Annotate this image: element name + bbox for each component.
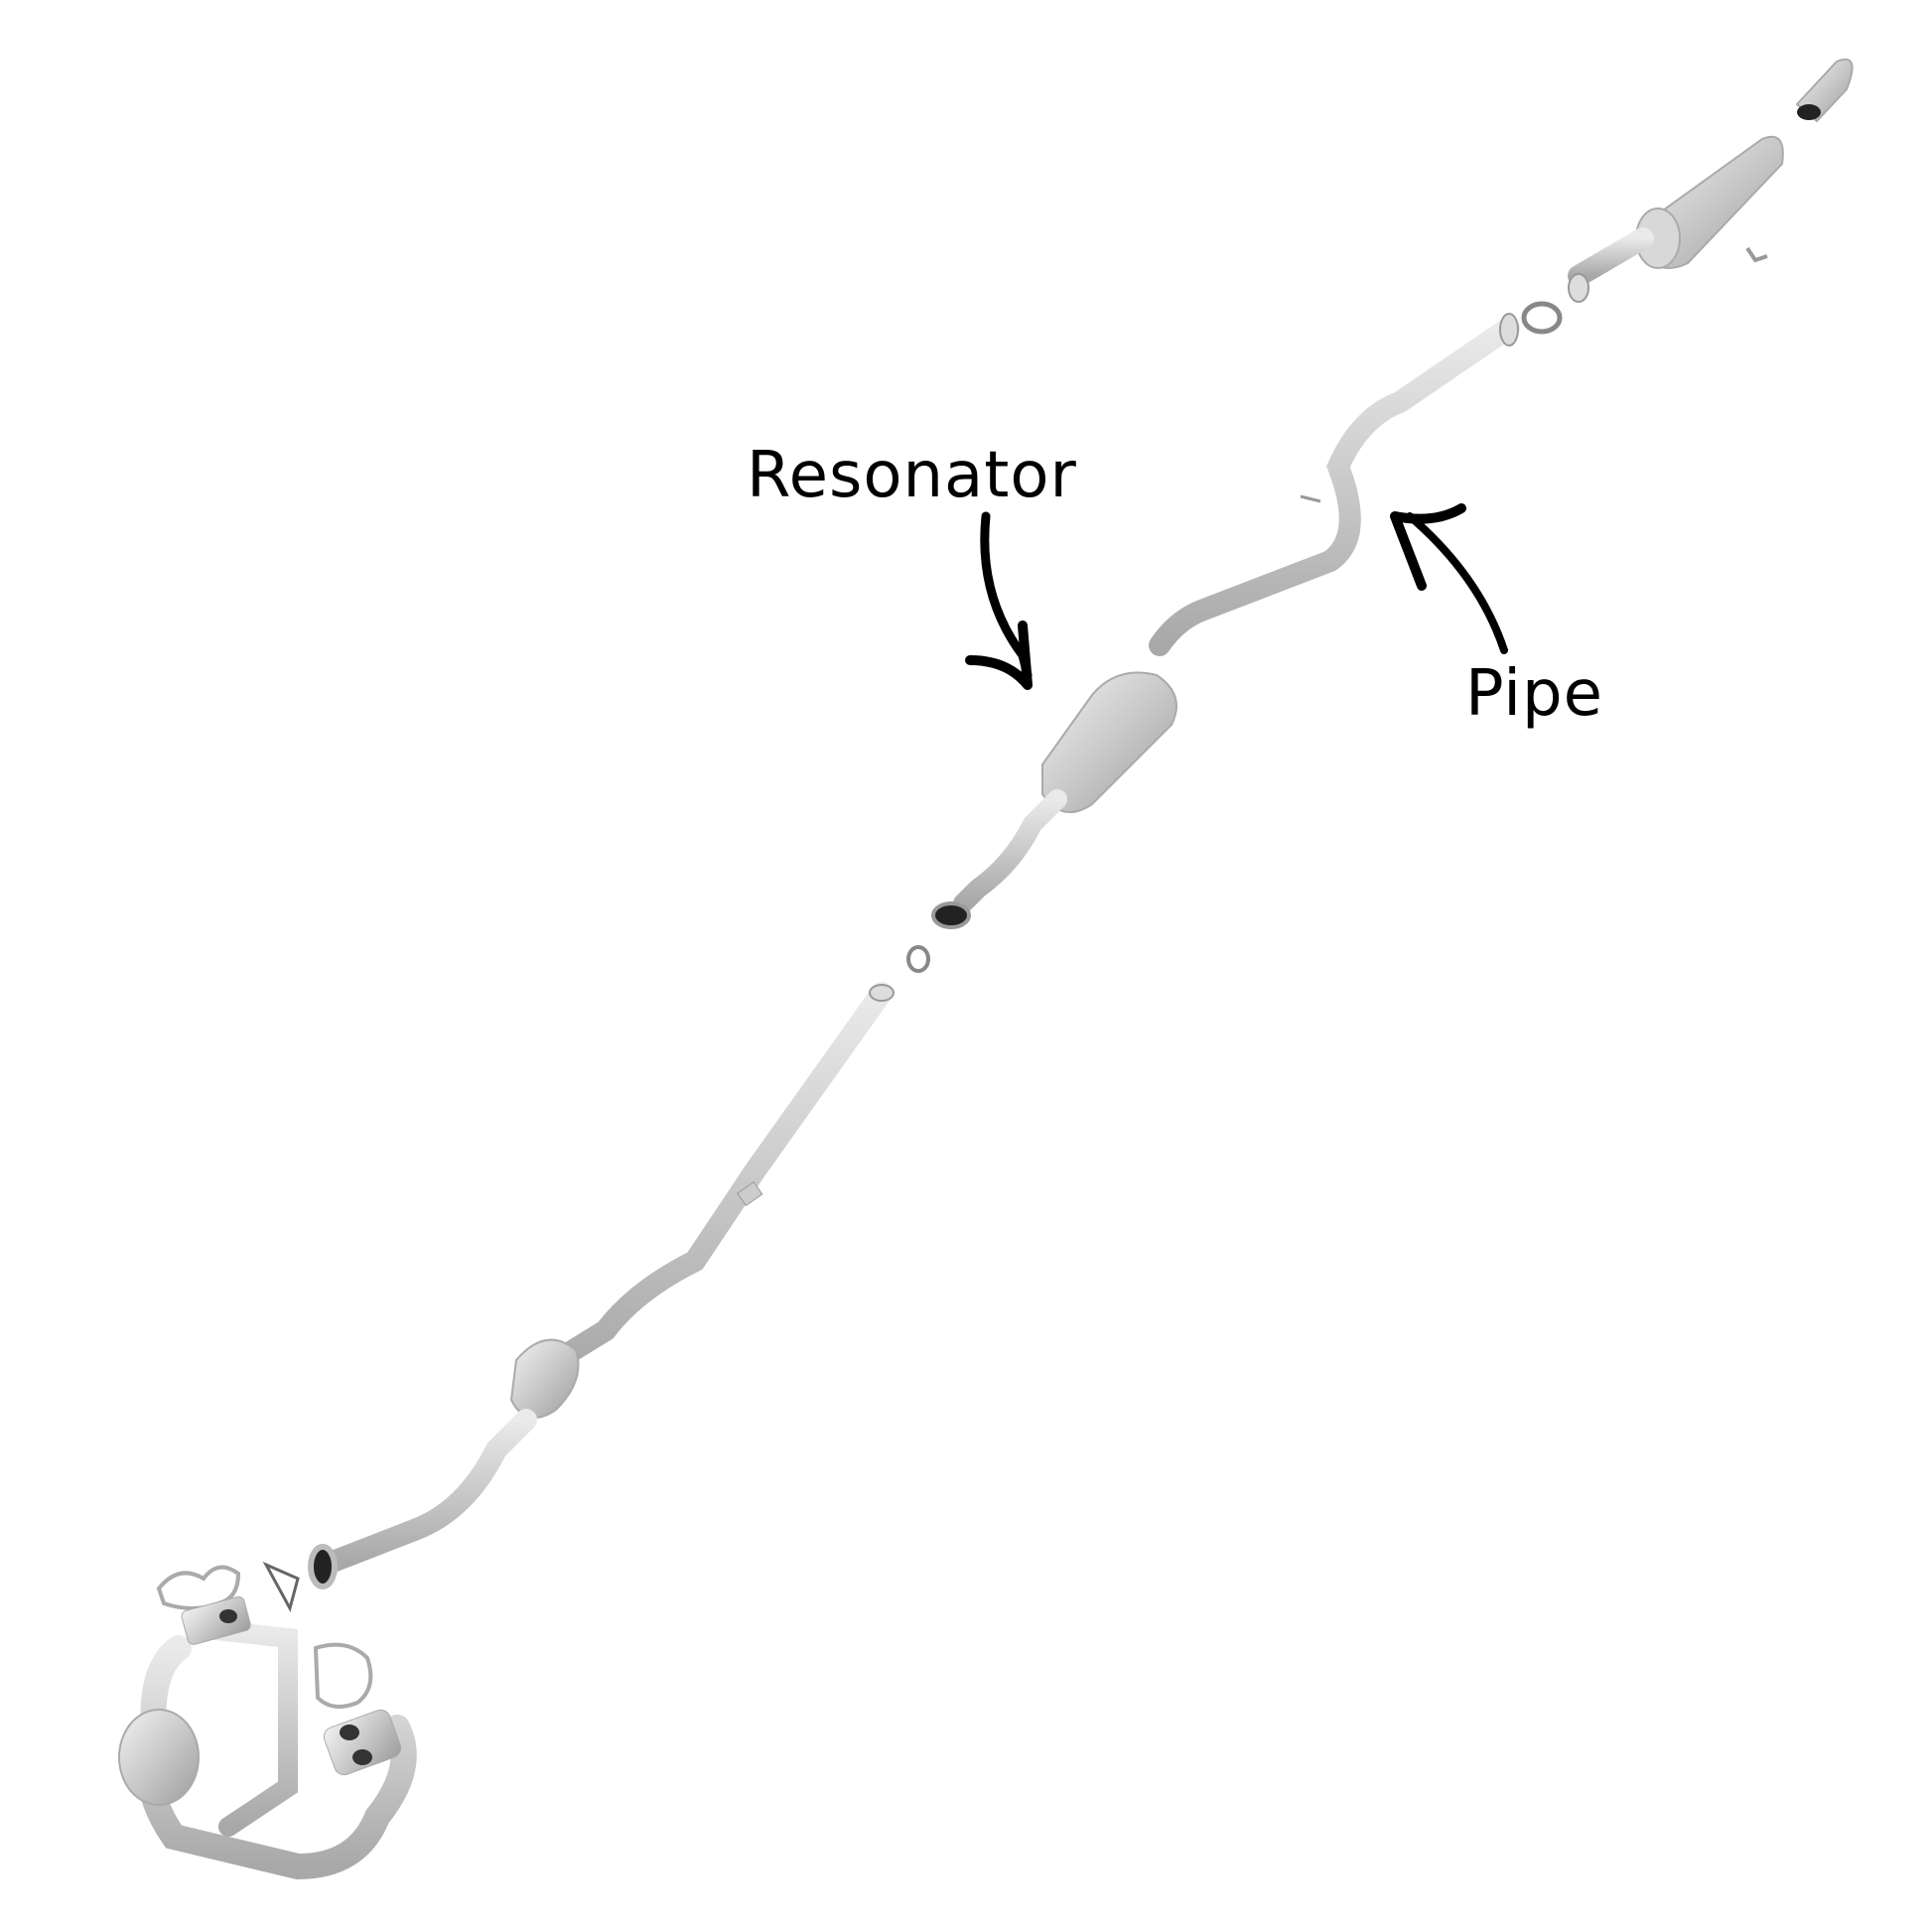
front-pipe (308, 1409, 537, 1589)
rear-gasket (1521, 301, 1563, 335)
resonator-label: Resonator (747, 439, 1077, 512)
mid-pipe (530, 982, 895, 1381)
exhaust-tip (1795, 59, 1854, 123)
header-manifold (118, 1595, 417, 1880)
resonator (931, 671, 1177, 929)
rear-muffler (1568, 135, 1784, 303)
pipe-label: Pipe (1465, 657, 1603, 731)
mid-gasket (906, 945, 930, 973)
resonator-arrow-icon (965, 511, 1033, 690)
intermediate-pipe (1149, 313, 1520, 656)
pipe-arrow-icon (1390, 503, 1508, 654)
catalytic-converter (509, 1338, 580, 1419)
